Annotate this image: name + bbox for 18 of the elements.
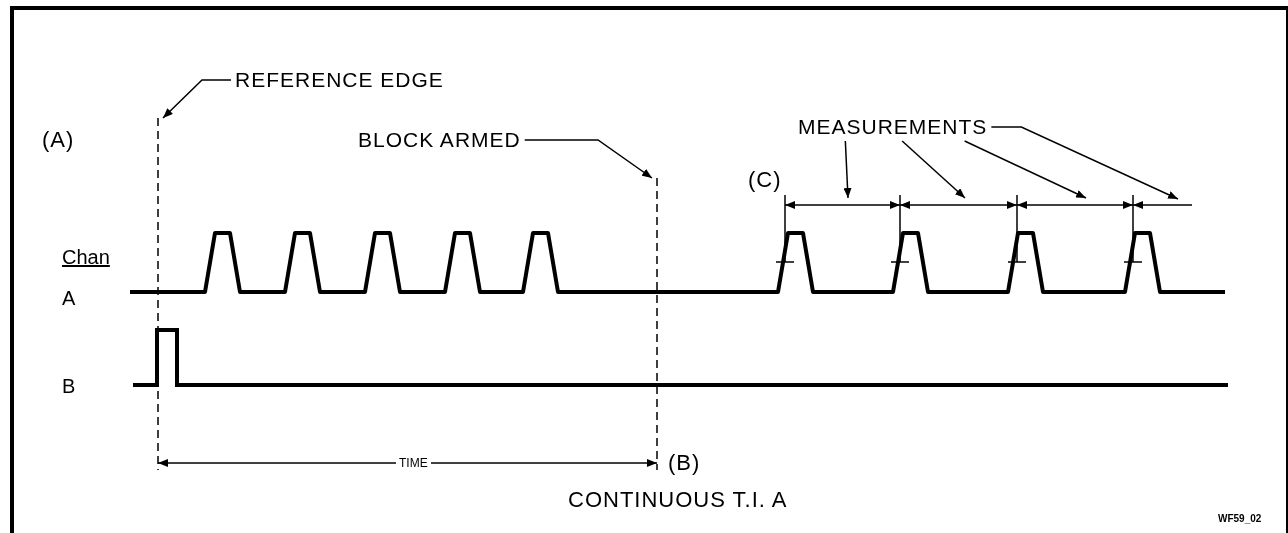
channel-label: B — [62, 375, 77, 397]
leader-line — [162, 79, 232, 119]
callout-text: MEASUREMENTS — [798, 115, 988, 139]
leader-line — [901, 140, 966, 199]
marker-label: (B) — [668, 451, 701, 475]
marker-label: (A) — [42, 128, 75, 152]
leader-line — [990, 126, 1179, 200]
leader-line — [523, 139, 653, 179]
callout-text: BLOCK ARMED — [358, 128, 521, 152]
channel-label: A — [62, 287, 77, 309]
dimension-label: TIME — [396, 456, 431, 470]
channel-label: Chan — [62, 246, 110, 268]
leader-line — [963, 140, 1087, 199]
marker-label: (C) — [748, 168, 782, 192]
leader-line — [843, 140, 852, 199]
figure-code: WF59_02 — [1218, 513, 1262, 525]
caption: CONTINUOUS T.I. A — [568, 488, 788, 512]
callout-text: REFERENCE EDGE — [235, 68, 444, 92]
